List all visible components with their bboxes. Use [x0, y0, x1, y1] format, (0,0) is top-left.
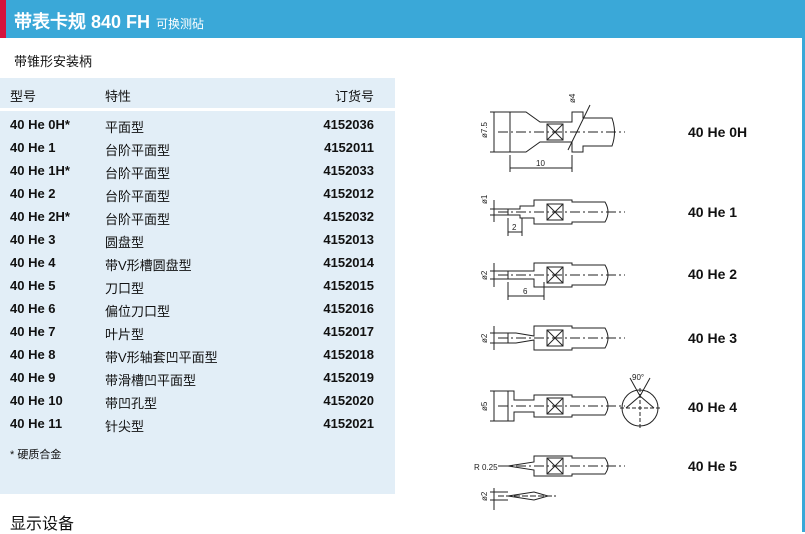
column-header-feature: 特性	[105, 89, 132, 104]
dim-5-diameter: ø2	[480, 491, 489, 501]
header-title-main: 带表卡规 840 FH	[14, 12, 151, 32]
column-header-model: 型号	[10, 89, 37, 104]
dim-4-angle: 90°	[632, 373, 644, 382]
anvil-drawings: ø7.5 ø4 10 ø1 2 ø2 6 ø2 ø5 90° R 0.25 ø2	[474, 93, 660, 510]
table-row: 40 He 2 台阶平面型 4152012	[0, 182, 395, 205]
table-row: 40 He 3 圆盘型 4152013	[0, 228, 395, 251]
dim-4-diameter: ø5	[480, 401, 489, 411]
header-accent-bar	[0, 0, 6, 38]
table-row: 40 He 9 带滑槽凹平面型 4152019	[0, 366, 395, 389]
cell-feature: 刀口型	[105, 281, 145, 296]
header-title-sub: 可换测砧	[156, 17, 205, 31]
cell-model: 40 He 6	[10, 301, 56, 316]
dim-2-diameter: ø2	[480, 270, 489, 280]
cell-model: 40 He 0H*	[10, 117, 70, 132]
cell-order: 4152016	[323, 301, 374, 316]
table-row: 40 He 2H* 台阶平面型 4152032	[0, 205, 395, 228]
right-edge-rule	[802, 38, 805, 532]
cell-order: 4152011	[324, 140, 374, 155]
dim-1-length: 2	[512, 223, 517, 232]
drawing-40-he-4	[490, 377, 660, 428]
drawing-40-he-3	[490, 325, 625, 351]
table-row: 40 He 5 刀口型 4152015	[0, 274, 395, 297]
table-row: 40 He 6 偏位刀口型 4152016	[0, 297, 395, 320]
cell-feature: 偏位刀口型	[105, 304, 171, 319]
cell-model: 40 He 2	[10, 186, 56, 201]
cell-model: 40 He 4	[10, 255, 56, 270]
cell-order: 4152036	[323, 117, 374, 132]
column-header-order: 订货号	[334, 89, 374, 104]
dim-0h-diameter: ø7.5	[480, 121, 489, 138]
cell-feature: 带V形轴套凹平面型	[105, 350, 218, 365]
cell-feature: 带V形槽圆盘型	[105, 258, 192, 273]
dim-1-diameter: ø1	[480, 194, 489, 204]
table-row: 40 He 7 叶片型 4152017	[0, 320, 395, 343]
cell-feature: 平面型	[105, 120, 145, 135]
cell-model: 40 He 1	[10, 140, 56, 155]
table-row: 40 He 4 带V形槽圆盘型 4152014	[0, 251, 395, 274]
cell-model: 40 He 9	[10, 370, 56, 385]
cell-order: 4152019	[323, 370, 374, 385]
table-row: 40 He 0H* 平面型 4152036	[0, 113, 395, 136]
drawing-label-2: 40 He 2	[688, 266, 738, 282]
drawing-label-1: 40 He 1	[688, 204, 738, 220]
drawing-label-3: 40 He 3	[688, 330, 738, 346]
cell-order: 4152018	[323, 347, 374, 362]
table-row: 40 He 11 针尖型 4152021	[0, 412, 395, 435]
page-header: 带表卡规 840 FH 可换测砧	[0, 0, 805, 38]
drawing-40-he-2	[490, 262, 625, 300]
drawing-label-4: 40 He 4	[688, 399, 738, 415]
cell-model: 40 He 3	[10, 232, 56, 247]
cell-feature: 叶片型	[105, 327, 145, 342]
table-row: 40 He 1 台阶平面型 4152011	[0, 136, 395, 159]
cell-order: 4152032	[323, 209, 374, 224]
dim-5-radius: R 0.25	[474, 463, 498, 472]
footnote: * 硬质合金	[10, 449, 62, 461]
cell-model: 40 He 2H*	[10, 209, 70, 224]
cell-feature: 台阶平面型	[105, 143, 171, 158]
cell-feature: 圆盘型	[105, 235, 145, 250]
cell-feature: 带滑槽凹平面型	[105, 373, 197, 388]
table-row: 40 He 1H* 台阶平面型 4152033	[0, 159, 395, 182]
cell-order: 4152014	[323, 255, 374, 270]
dim-0h-length: 10	[536, 159, 545, 168]
table-row: 40 He 10 带凹孔型 4152020	[0, 389, 395, 412]
drawing-label-5: 40 He 5	[688, 458, 738, 474]
cell-model: 40 He 7	[10, 324, 56, 339]
cell-feature: 带凹孔型	[105, 396, 158, 411]
cell-order: 4152033	[323, 163, 374, 178]
section-title: 带锥形安装柄	[14, 54, 93, 69]
dim-0h-top: ø4	[568, 93, 577, 103]
cell-feature: 台阶平面型	[105, 166, 171, 181]
drawing-40-he-1	[490, 199, 625, 236]
cell-order: 4152012	[323, 186, 374, 201]
drawing-40-he-5	[490, 455, 625, 510]
header-title: 带表卡规 840 FH 可换测砧	[14, 8, 204, 34]
cell-order: 4152021	[323, 416, 374, 431]
header-divider	[0, 108, 395, 111]
cell-feature: 台阶平面型	[105, 189, 171, 204]
drawing-label-0h: 40 He 0H	[688, 124, 748, 140]
table-row: 40 He 8 带V形轴套凹平面型 4152018	[0, 343, 395, 366]
cell-model: 40 He 8	[10, 347, 56, 362]
dim-3-diameter: ø2	[480, 333, 489, 343]
cell-model: 40 He 1H*	[10, 163, 70, 178]
display-section-title: 显示设备	[10, 516, 75, 533]
cell-model: 40 He 5	[10, 278, 56, 293]
cell-order: 4152015	[323, 278, 374, 293]
cell-order: 4152017	[323, 324, 374, 339]
cell-feature: 针尖型	[105, 419, 145, 434]
cell-model: 40 He 10	[10, 393, 63, 408]
cell-order: 4152020	[323, 393, 374, 408]
cell-model: 40 He 11	[10, 416, 63, 431]
drawing-40-he-0h	[490, 104, 625, 172]
product-table-panel	[0, 78, 395, 494]
dim-2-length: 6	[523, 287, 528, 296]
cell-feature: 台阶平面型	[105, 212, 171, 227]
cell-order: 4152013	[323, 232, 374, 247]
